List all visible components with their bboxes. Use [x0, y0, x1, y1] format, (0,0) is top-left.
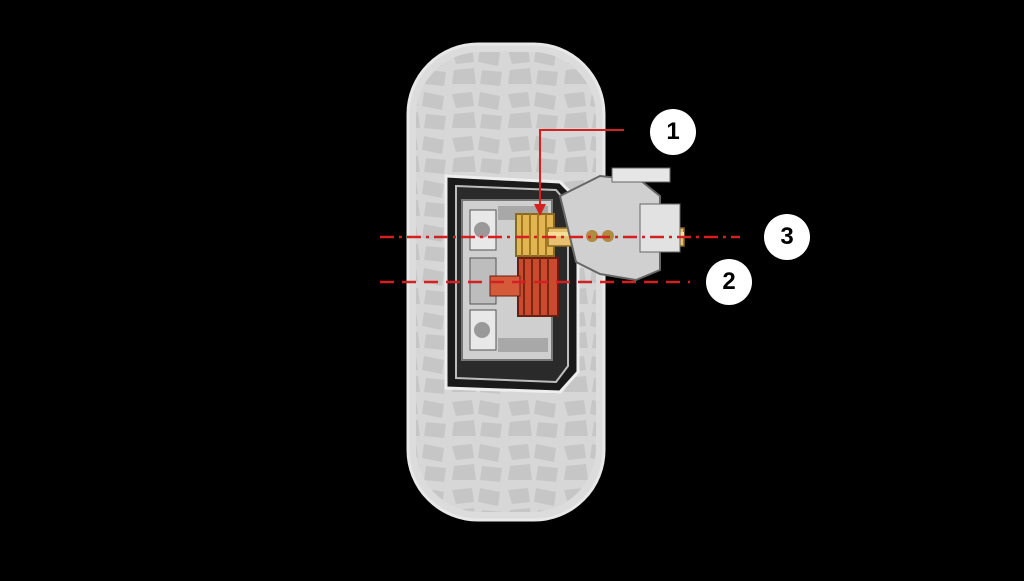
callout-1: 1 — [650, 109, 696, 155]
output-gear — [489, 257, 559, 317]
guide-lines — [380, 129, 740, 284]
callout-3: 3 — [764, 214, 810, 260]
leader-arrowhead-1 — [534, 204, 546, 216]
leader-line-1 — [539, 129, 624, 206]
axle-housing — [558, 167, 681, 282]
callout-2: 2 — [706, 259, 752, 305]
